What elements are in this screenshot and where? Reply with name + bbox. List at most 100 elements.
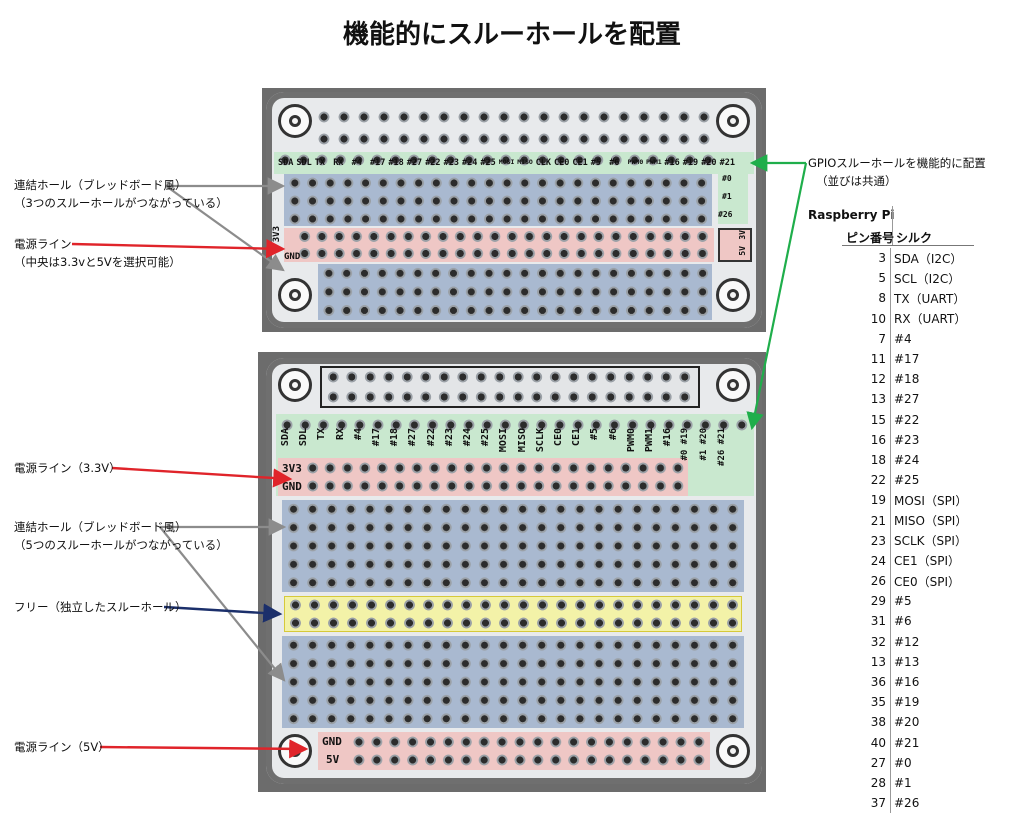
- table-row: 11#17: [812, 348, 974, 370]
- table-row: 15#22: [812, 409, 974, 430]
- table-cell-pin: 13: [870, 654, 886, 669]
- table-cell-pin: 36: [870, 675, 886, 690]
- bottom-header-holes: [324, 367, 694, 407]
- callout-gpio: GPIOスルーホールを機能的に配置 （並びは共通）: [808, 156, 986, 188]
- top-bus-holes: [286, 174, 710, 228]
- table-cell-pin: 8: [878, 291, 886, 306]
- table-row: 28 #1: [812, 772, 974, 794]
- table-row: 38 #20: [812, 712, 974, 733]
- top-bus-arrow: [165, 177, 286, 272]
- top-pin-label: CE1: [572, 158, 588, 168]
- bottom-power33-arrow: [111, 466, 293, 488]
- table-cell-pin: 35: [870, 695, 886, 710]
- top-pin-label: RX: [333, 158, 344, 168]
- table-cell-pin: 18: [870, 452, 886, 467]
- table-cell-silk: #26: [890, 793, 919, 814]
- table-cell-silk: #18: [890, 369, 919, 390]
- top-pin-label: SDA: [278, 158, 294, 168]
- table-cell-pin: 29: [870, 594, 886, 609]
- table-row: 26 CE0（SPI）: [812, 571, 974, 592]
- table-cell-silk: SCL（I2C）: [890, 268, 960, 289]
- top-power-holes: [296, 228, 712, 262]
- table-cell-silk: CE0（SPI）: [890, 571, 960, 592]
- table-cell-silk: #20: [890, 712, 919, 733]
- table-cell-silk: #5: [890, 591, 912, 612]
- table-cell-silk: #17: [890, 348, 919, 370]
- table-cell-pin: 23: [870, 533, 886, 548]
- table-cell-silk: #25: [890, 470, 919, 491]
- table-cell-pin: 3: [878, 251, 886, 266]
- table-cell-pin: 28: [870, 775, 886, 790]
- top-pin-label: TX: [314, 158, 326, 168]
- top-pin-label: #16: [664, 158, 680, 168]
- top-side-gpio-zone: [718, 152, 748, 224]
- top-side-label-1: #1: [722, 192, 732, 201]
- top-pin-label: #22: [425, 158, 441, 168]
- top-pin-label: #17: [370, 158, 386, 168]
- table-row: 23 SCLK（SPI）: [812, 530, 974, 551]
- table-row: 31#6: [812, 611, 974, 632]
- mounting-hole-icon: [716, 278, 750, 312]
- table-row: 40#21: [812, 732, 974, 753]
- table-cell-silk: #22: [890, 409, 919, 430]
- table-row: 7#4: [812, 328, 974, 349]
- top-pin-label: #18: [388, 158, 404, 168]
- table-cell-pin: 22: [870, 473, 886, 488]
- table-row: 16 #23: [812, 429, 974, 450]
- bottom-bus-holes: [284, 500, 742, 592]
- table-cell-silk: MISO（SPI）: [890, 510, 967, 531]
- mounting-hole-icon: [716, 104, 750, 138]
- table-cell-silk: RX（UART）: [890, 308, 966, 329]
- top-pin-label: MOSI: [498, 158, 515, 166]
- mounting-hole-icon: [716, 368, 750, 402]
- table-cell-silk: #1: [890, 772, 912, 794]
- table-row: 13#27: [812, 389, 974, 410]
- top-rail-label-gnd: GND: [284, 252, 301, 262]
- bottom-power5-arrow: [99, 739, 309, 759]
- table-cell-silk: #23: [890, 429, 919, 450]
- table-row: 12 #18: [812, 369, 974, 390]
- table-header-title: Raspberry Pi: [808, 208, 895, 222]
- table-cell-pin: 32: [870, 634, 886, 649]
- table-row: 8 TX（UART）: [812, 288, 974, 309]
- table-row: 22 #25: [812, 470, 974, 491]
- bottom-bus-arrow: [159, 518, 287, 682]
- table-cell-pin: 16: [870, 432, 886, 447]
- table-header-rule: [842, 245, 974, 246]
- table-row: 27#0: [812, 752, 974, 773]
- table-cell-silk: SCLK（SPI）: [890, 530, 967, 551]
- table-cell-pin: 26: [870, 574, 886, 589]
- callout-bottom-power5: 電源ライン（5V）: [14, 740, 110, 754]
- table-cell-pin: 19: [870, 493, 886, 508]
- top-pin-label: #5: [590, 158, 602, 168]
- callout-top-power: 電源ライン （中央は3.3vと5Vを選択可能）: [14, 237, 181, 269]
- top-pin-label: #20: [701, 158, 717, 168]
- top-pin-label: #21: [719, 158, 735, 168]
- table-row: 13#13: [812, 651, 974, 672]
- mounting-hole-icon: [716, 734, 750, 768]
- table-cell-pin: 12: [870, 372, 886, 387]
- table-cell-silk: CE1（SPI）: [890, 550, 960, 571]
- table-cell-pin: 13: [870, 392, 886, 407]
- top-pin-label: CLK: [535, 158, 551, 168]
- top-pin-label: CE0: [554, 158, 570, 168]
- table-cell-silk: #0: [890, 752, 912, 773]
- table-cell-pin: 38: [870, 715, 886, 730]
- bottom-power33-holes: [304, 459, 686, 495]
- table-cell-silk: #6: [890, 611, 912, 632]
- top-pin-label: PWM1: [646, 158, 662, 166]
- table-row: 32 #12: [812, 631, 974, 652]
- table-header-silk: シルク: [896, 231, 933, 245]
- table-cell-silk: #12: [890, 631, 919, 652]
- table-cell-silk: TX（UART）: [890, 288, 965, 309]
- callout-top-bus: 連結ホール（ブレッドボード風） （3つのスルーホールがつながっている）: [14, 178, 228, 210]
- top-side-power-zone: [718, 228, 752, 262]
- table-header-divider: [892, 206, 893, 246]
- bottom-power5-holes: [350, 733, 708, 769]
